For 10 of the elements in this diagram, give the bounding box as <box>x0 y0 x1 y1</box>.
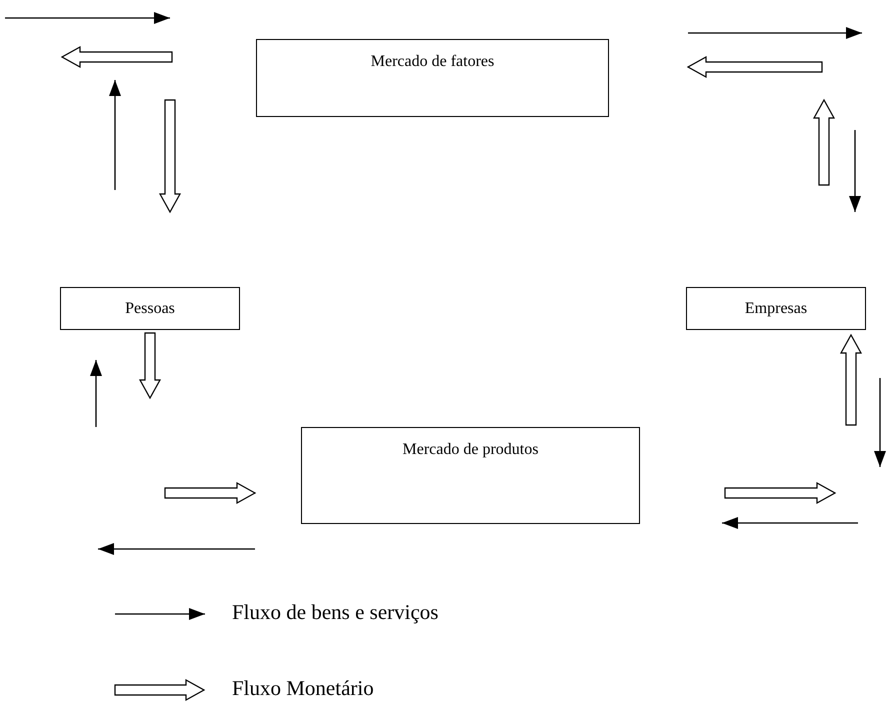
box <box>60 287 240 330</box>
legend-text: Fluxo Monetário <box>232 678 374 699</box>
legend-text: Fluxo de bens e serviços <box>232 602 438 623</box>
box-label: Pessoas <box>125 298 175 318</box>
box-label: Mercado de fatores <box>370 52 494 72</box>
box <box>301 427 640 524</box>
box <box>256 39 609 117</box>
box-label: Empresas <box>744 298 808 318</box>
box <box>686 287 866 330</box>
box-label: Mercado de produtos <box>402 440 538 460</box>
